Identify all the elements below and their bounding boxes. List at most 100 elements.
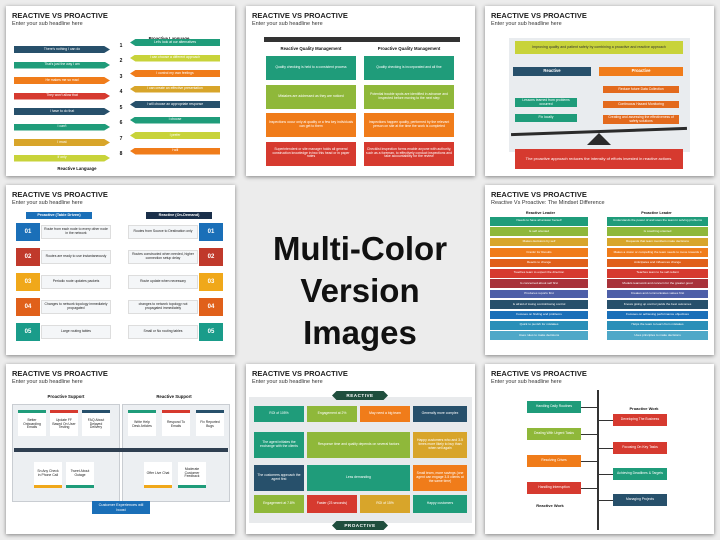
thumbnail-slide-2[interactable]: REACTIVE VS PROACTIVE Enter your sub hea… xyxy=(246,6,475,176)
reactive-language-item: That's just the way I am xyxy=(14,61,110,69)
reactive-leader-item: Is self oriented xyxy=(490,227,588,236)
reactive-item: Routes from Source to Destination only xyxy=(128,225,198,239)
proactive-item: Large routing tables xyxy=(41,325,111,339)
proactive-leader-item: Knows giving up control yields the best … xyxy=(607,300,708,309)
reactive-support-top-item: Fix Reported Bugs xyxy=(196,410,224,436)
reactive-work-item: Handling Interruption xyxy=(527,482,581,494)
slide-subtitle: Enter your sub headline here xyxy=(252,379,323,385)
thumbnail-slide-8[interactable]: REACTIVE VS PROACTIVE Enter your sub hea… xyxy=(485,364,714,534)
caption-line-1: Multi-Color xyxy=(272,230,448,267)
thumbnail-slide-4[interactable]: REACTIVE VS PROACTIVE Enter your sub hea… xyxy=(6,185,235,355)
proactive-language-item: I will choose an appropriate response xyxy=(130,101,220,108)
thumbnail-slide-6[interactable]: REACTIVE VS PROACTIVE Enter your sub hea… xyxy=(6,364,235,534)
proactive-language-item: I control my own feelings xyxy=(130,70,220,77)
reactive-support-top-item: Write Help Desk Articles xyxy=(128,410,156,436)
reactive-qm-header: Reactive Quality Management xyxy=(280,46,342,51)
proactive-leader-item: Requests that team members make decision… xyxy=(607,237,708,247)
reactive-item: Fix locally xyxy=(515,114,577,122)
comparison-cell: The agent initiates the exchange with th… xyxy=(254,432,304,458)
reactive-item: Route update when necessary xyxy=(128,275,198,289)
reactive-leader-item: Focuses on finding and problems xyxy=(490,310,588,320)
top-banner: Improving quality and patient safety by … xyxy=(515,41,683,54)
proactive-number-tab: 03 xyxy=(16,273,40,291)
comparison-cell: Response time and quality depends on sev… xyxy=(307,432,410,458)
proactive-work-label: Proactive Work xyxy=(629,406,659,411)
comparison-cell: Faster (23 seconds) xyxy=(307,495,357,513)
slide-title: REACTIVE VS PROACTIVE xyxy=(12,369,108,378)
reactive-language-item: I can't xyxy=(14,123,110,131)
proactive-tag: PROACTIVE xyxy=(332,521,388,530)
reactive-leader-item: Uses rules to make decisions xyxy=(490,331,588,340)
proactive-item: Routes are ready to use instantaneously xyxy=(41,250,111,264)
row-number: 5 xyxy=(119,104,123,111)
reactive-support-top-item: Respond To Emails xyxy=(162,410,190,436)
proactive-leader-item: Focuses on achieving performance objecti… xyxy=(607,310,708,320)
proactive-language-item: I prefer xyxy=(130,132,220,139)
proactive-language-header: Proactive Language xyxy=(148,36,190,41)
timeline-axis xyxy=(597,390,599,530)
reactive-work-label: Reactive Work xyxy=(536,503,564,508)
reactive-support-header: Reactive Support xyxy=(156,394,192,399)
proactive-support-top-item: FAQ About Delayed Delivery xyxy=(82,410,110,436)
reactive-language-item: There's nothing I can do xyxy=(14,46,110,53)
proactive-language-item: I choose xyxy=(130,116,220,124)
proactive-leader-item: Makes a vision or compelling the team ne… xyxy=(607,248,708,257)
comparison-cell: May need a big team xyxy=(360,406,410,422)
thumbnail-slide-7[interactable]: REACTIVE VS PROACTIVE Enter your sub hea… xyxy=(246,364,475,534)
proactive-item: Continuous Hazard Monitoring xyxy=(603,101,679,108)
proactive-leader-item: Teaches team to be self-reliant xyxy=(607,269,708,278)
reactive-tag: REACTIVE xyxy=(332,391,388,400)
reactive-language-item: I must xyxy=(14,139,110,146)
reactive-header: Reactive (On-Demand) xyxy=(146,212,212,219)
row-number: 8 xyxy=(119,151,123,157)
reactive-item: Lessons learned from problems occurred xyxy=(515,98,577,107)
comparison-cell: Generally more complex xyxy=(413,406,467,422)
reactive-language-item: If only xyxy=(14,154,110,162)
proactive-leader-item: Understands the power of and uses the te… xyxy=(607,217,708,226)
connector-line xyxy=(599,420,613,421)
proactive-language-item: I can create an effective presentation xyxy=(130,85,220,93)
proactive-leader-item: Is coaching oriented xyxy=(607,227,708,236)
thumbnail-slide-1[interactable]: REACTIVE VS PROACTIVE Enter your sub hea… xyxy=(6,6,235,176)
proactive-language-item: I can choose a different approach xyxy=(130,54,220,62)
timeline-line xyxy=(14,448,228,452)
reactive-language-item: I have to do that xyxy=(14,108,110,115)
proactive-number-tab: 04 xyxy=(16,298,40,316)
proactive-support-bottom-item: Sn Any Check in Phone Call xyxy=(34,462,62,488)
slide-title: REACTIVE VS PROACTIVE xyxy=(491,190,587,199)
proactive-leader-header: Proactive Leader xyxy=(641,211,672,215)
slide-subtitle: Enter your sub headline here xyxy=(12,200,83,206)
reactive-number-tab: 03 xyxy=(199,273,223,291)
scale-fulcrum xyxy=(587,133,611,145)
proactive-work-item: Developing The Business xyxy=(613,414,667,426)
proactive-qm-item: Quality checking is incorporated and all… xyxy=(364,56,454,80)
connector-line xyxy=(581,434,597,435)
proactive-leader-item: Anticipates and influences change xyxy=(607,258,708,268)
proactive-leader-item: Creates and communicates values first xyxy=(607,289,708,299)
proactive-qm-item: Potential trouble spots are identified i… xyxy=(364,84,454,109)
reactive-work-item: Resolving Crises xyxy=(527,455,581,467)
row-number: 2 xyxy=(119,58,123,64)
proactive-item: Reduce future Data Collection xyxy=(603,86,679,93)
proactive-support-header: Proactive Support xyxy=(47,394,85,399)
proactive-qm-item: Inspections happen quality, performed by… xyxy=(364,113,454,137)
proactive-qm-item: Checklist inspection forms enable anyone… xyxy=(364,141,454,166)
proactive-work-item: Focusing On Key Tasks xyxy=(613,442,667,454)
thumbnail-slide-5[interactable]: REACTIVE VS PROACTIVE Reactive Vs Proact… xyxy=(485,185,714,355)
reactive-number-tab: 01 xyxy=(199,223,223,241)
proactive-work-item: Achieving Deadlines & Targets xyxy=(613,468,667,480)
proactive-item: Periodic route updates packets xyxy=(41,275,111,289)
reactive-leader-item: Is afraid of losing control/losing contr… xyxy=(490,300,588,309)
slide-title: REACTIVE VS PROACTIVE xyxy=(12,11,108,20)
comparison-cell: ROI of 105% xyxy=(254,406,304,422)
reactive-leader-item: Produces reports first xyxy=(490,289,588,299)
reactive-work-item: Dealing With Urgent Tasks xyxy=(527,428,581,440)
reactive-leader-item: Is concerned about self first xyxy=(490,279,588,288)
reactive-language-item: He makes me so mad xyxy=(14,77,110,84)
connector-line xyxy=(599,474,613,475)
proactive-leader-item: Helps the team to learn from mistakes xyxy=(607,321,708,330)
comparison-cell: Small team, more savings (one agent can … xyxy=(413,465,467,491)
thumbnail-slide-3[interactable]: REACTIVE VS PROACTIVE Enter your sub hea… xyxy=(485,6,714,176)
reactive-leader-item: Frantic for Results xyxy=(490,248,588,257)
reactive-leader-item: Makes decisions by self xyxy=(490,237,588,247)
